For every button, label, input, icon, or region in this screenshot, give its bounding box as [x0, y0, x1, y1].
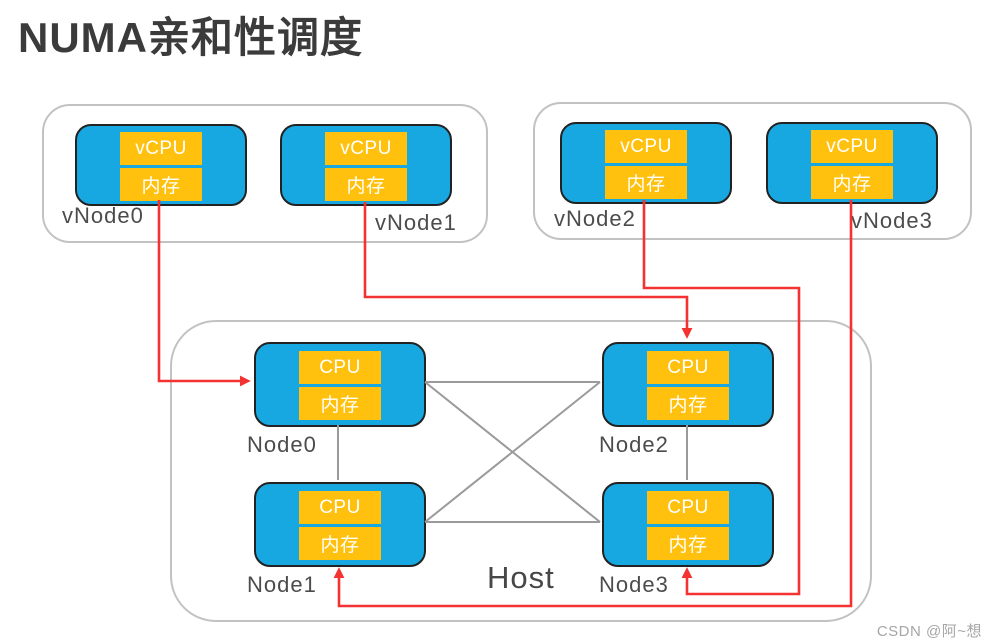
node2-mem-cell: 内存: [647, 387, 729, 420]
vnode1-vcpu-cell: vCPU: [325, 132, 407, 165]
node0-box: CPU 内存: [254, 342, 426, 427]
vnode2-vcpu-cell: vCPU: [605, 130, 687, 163]
node0-cpu-cell: CPU: [299, 351, 381, 384]
page-title: NUMA亲和性调度: [18, 14, 363, 61]
vnode3-box: vCPU 内存: [766, 122, 938, 204]
node1-mem-cell: 内存: [299, 527, 381, 560]
node0-mem-cell: 内存: [299, 387, 381, 420]
vnode1-box: vCPU 内存: [280, 124, 452, 206]
vnode3-stack: vCPU 内存: [768, 130, 936, 199]
vnode3-label: vNode3: [851, 208, 933, 233]
vnode0-label: vNode0: [62, 203, 144, 228]
node1-box: CPU 内存: [254, 482, 426, 567]
node3-cpu-cell: CPU: [647, 491, 729, 524]
vnode1-mem-cell: 内存: [325, 168, 407, 201]
vnode2-stack: vCPU 内存: [562, 130, 730, 199]
node3-label: Node3: [599, 572, 669, 597]
vnode3-vcpu-cell: vCPU: [811, 130, 893, 163]
node0-label: Node0: [247, 432, 317, 457]
vnode2-label: vNode2: [554, 206, 636, 231]
vnode0-vcpu-cell: vCPU: [120, 132, 202, 165]
node1-stack: CPU 内存: [256, 491, 424, 560]
node3-box: CPU 内存: [602, 482, 774, 567]
node2-stack: CPU 内存: [604, 351, 772, 420]
node1-label: Node1: [247, 572, 317, 597]
node2-label: Node2: [599, 432, 669, 457]
vnode3-mem-cell: 内存: [811, 166, 893, 199]
node3-stack: CPU 内存: [604, 491, 772, 560]
vnode-group-left: vCPU 内存 vNode0 vCPU 内存 vNode1: [42, 104, 488, 243]
vnode-group-right: vCPU 内存 vNode2 vCPU 内存 vNode3: [533, 102, 972, 240]
vnode2-box: vCPU 内存: [560, 122, 732, 204]
vnode2-mem-cell: 内存: [605, 166, 687, 199]
node2-box: CPU 内存: [602, 342, 774, 427]
vnode1-label: vNode1: [375, 210, 457, 235]
host-label: Host: [487, 560, 555, 595]
node0-stack: CPU 内存: [256, 351, 424, 420]
vnode0-mem-cell: 内存: [120, 168, 202, 201]
vnode0-box: vCPU 内存: [75, 124, 247, 206]
watermark: CSDN @阿~想: [876, 623, 982, 640]
vnode1-stack: vCPU 内存: [282, 132, 450, 201]
node1-cpu-cell: CPU: [299, 491, 381, 524]
vnode0-stack: vCPU 内存: [77, 132, 245, 201]
host-container: CPU 内存 Node0 CPU 内存 Node2 CPU 内存 Node1 C…: [170, 320, 872, 622]
node2-cpu-cell: CPU: [647, 351, 729, 384]
node3-mem-cell: 内存: [647, 527, 729, 560]
